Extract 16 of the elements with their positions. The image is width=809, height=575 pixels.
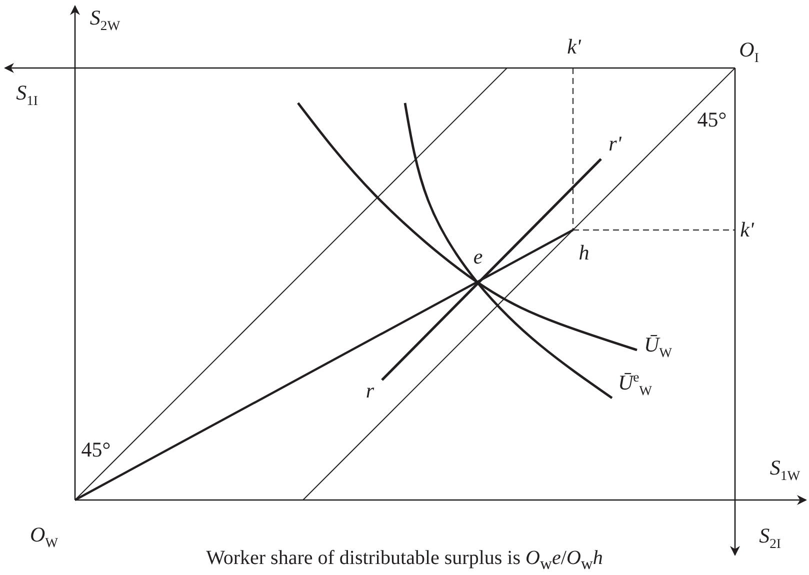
point-label: k'	[740, 220, 754, 240]
curve-label: Ū$_{W}$	[644, 334, 672, 360]
angle-label: 45°	[697, 110, 727, 130]
axis-label: S$_{2W}$	[90, 8, 120, 32]
point-label: k'	[567, 36, 581, 58]
axis-label: S$_{1W}$	[770, 458, 800, 482]
point-label: r	[366, 380, 374, 402]
origin-label: O$_{W}$	[30, 524, 58, 550]
axis-label: S$_{2I}$	[759, 526, 781, 550]
caption: Worker share of distributable surplus is O$_{w}$e/O$_{w}$h	[205, 548, 604, 573]
angle-label: 45°	[81, 440, 111, 460]
point-label: r'	[608, 134, 622, 154]
origin-label: O$_{I}$	[739, 40, 759, 64]
point-label: e	[473, 246, 483, 268]
point-label: h	[578, 242, 590, 264]
axis-label: S$_{1I}$	[16, 82, 38, 108]
